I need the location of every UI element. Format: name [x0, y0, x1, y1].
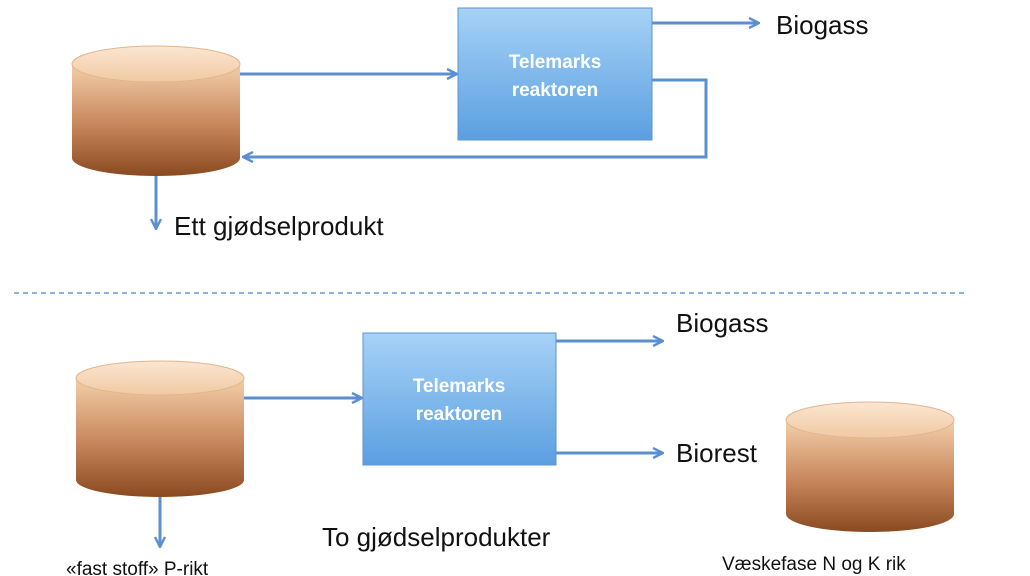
scenario-one: Telemarks reaktoren Biogass Ett gjødselp…: [71, 7, 869, 241]
liquid-fraction-label: Væskefase N og K rik: [722, 554, 906, 575]
storage-tank-2: [75, 360, 245, 497]
telemarks-reactor-1: Telemarks reaktoren: [457, 7, 653, 141]
storage-tank-1: [71, 45, 241, 176]
reactor-2-label-line1: Telemarks: [413, 376, 506, 397]
biogas-label-2: Biogass: [676, 308, 769, 338]
reactor-1-label-line2: reaktoren: [512, 80, 599, 101]
recirculation-arrow: [244, 78, 708, 157]
solid-fraction-label: «fast stoff» P-rikt: [66, 559, 209, 576]
reactor-1-label-line1: Telemarks: [509, 52, 602, 73]
biogas-label-1: Biogass: [776, 10, 869, 40]
liquid-storage-tank: [785, 401, 955, 532]
scenario-two: Telemarks reaktoren Biogass Biorest To g…: [66, 308, 955, 576]
single-fertilizer-label: Ett gjødselprodukt: [174, 211, 384, 241]
biorest-label: Biorest: [676, 438, 758, 468]
telemarks-reactor-2: Telemarks reaktoren: [362, 332, 557, 466]
reactor-2-label-line2: reaktoren: [416, 404, 503, 425]
two-fertilizers-heading: To gjødselprodukter: [322, 522, 551, 552]
